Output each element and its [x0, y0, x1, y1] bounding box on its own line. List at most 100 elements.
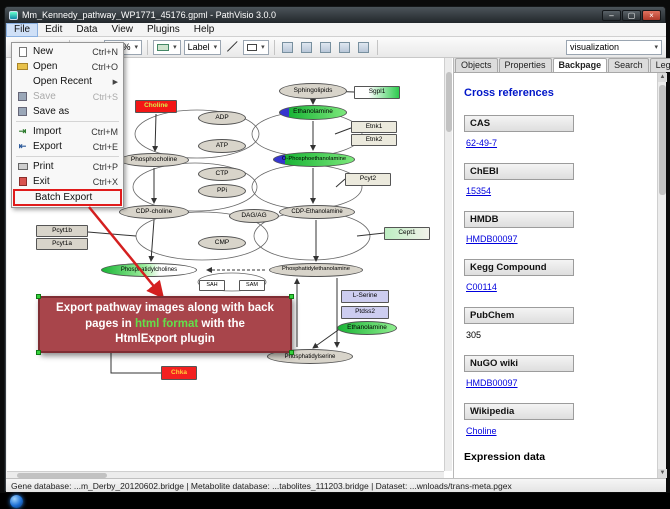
side-panel: Objects Properties Backpage Search Legen… [453, 58, 670, 478]
backpage-scrollbar[interactable]: ▲ ▼ [657, 73, 667, 478]
node-sphingolipids[interactable]: Sphingolipids [279, 83, 347, 99]
menu-item-new[interactable]: New Ctrl+N [13, 44, 122, 59]
node-cept1[interactable]: Cept1 [384, 227, 430, 240]
canvas-vertical-scrollbar[interactable] [444, 58, 452, 471]
xref-link[interactable]: Choline [466, 426, 497, 436]
label-tool-combobox[interactable]: Label ▾ [183, 39, 222, 55]
menu-item-import[interactable]: ⇥ Import Ctrl+M [18, 126, 118, 137]
visualization-combobox[interactable]: visualization ▾ [566, 39, 662, 55]
menu-view[interactable]: View [111, 23, 133, 35]
xref-link[interactable]: HMDB00097 [466, 378, 518, 388]
node-adp[interactable]: ADP [198, 111, 246, 125]
node-phosphocholine[interactable]: Phosphocholine [119, 153, 189, 167]
menu-item-batch-export[interactable]: Batch Export [13, 189, 122, 206]
node-ethanolamine-2[interactable]: Ethanolamine [337, 321, 397, 335]
scroll-down-icon[interactable]: ▼ [658, 469, 667, 478]
xref-link[interactable]: 15354 [466, 186, 492, 196]
menu-edit[interactable]: Edit [45, 23, 63, 35]
start-orb-icon[interactable] [10, 495, 23, 508]
node-ppi[interactable]: PPi [198, 184, 246, 198]
node-choline[interactable]: Choline [135, 100, 177, 113]
minimize-button[interactable]: – [602, 9, 621, 21]
section-header: ChEBI [464, 163, 574, 180]
node-phosphatidylcholines[interactable]: Phosphatidylcholines [101, 263, 197, 277]
menu-plugins[interactable]: Plugins [146, 23, 180, 35]
node-o-phosphoethanolamine[interactable]: O-Phosphoethanolamine [273, 152, 355, 167]
distribute-button[interactable] [337, 40, 353, 55]
file-menu: New Ctrl+N Open Ctrl+O Open Recent ▶ Sav… [11, 42, 124, 208]
node-pcyt2[interactable]: Pcyt2 [345, 173, 391, 186]
align-top-button[interactable] [318, 40, 334, 55]
tab-objects[interactable]: Objects [455, 58, 498, 72]
menu-item-export[interactable]: ⇤ Export Ctrl+E [18, 141, 118, 152]
menu-item-print[interactable]: Print Ctrl+P [13, 159, 122, 174]
distribute-icon [339, 41, 351, 53]
scrollbar-thumb[interactable] [659, 85, 666, 195]
node-ptdss2[interactable]: Ptdss2 [341, 306, 389, 319]
menu-help[interactable]: Help [193, 23, 215, 35]
backpage-panel: Cross references CAS 62-49-7 ChEBI 15354… [454, 73, 657, 478]
node-phosphatidylethanolamine[interactable]: Phosphatidylethanolamine [269, 263, 363, 277]
tab-properties[interactable]: Properties [498, 58, 552, 72]
menu-item-exit[interactable]: Exit Ctrl+X [13, 174, 122, 189]
expression-data-heading: Expression data [464, 451, 546, 463]
node-etnk1[interactable]: Etnk1 [351, 121, 397, 133]
node-pcyt1b[interactable]: Pcyt1b [36, 225, 88, 237]
menu-item-open[interactable]: Open Ctrl+O [13, 59, 122, 74]
align-left-button[interactable] [280, 40, 296, 55]
xref-link[interactable]: HMDB00097 [466, 234, 518, 244]
menu-item-open-recent[interactable]: Open Recent ▶ [33, 76, 118, 87]
statusbar: Gene database: ...m_Derby_20120602.bridg… [6, 478, 666, 492]
align-center-icon [301, 41, 313, 53]
node-l-serine[interactable]: L-Serine [341, 290, 389, 303]
xref-link[interactable]: C00114 [466, 282, 497, 292]
menu-item-save[interactable]: Save Ctrl+S [13, 89, 122, 104]
pathway-canvas[interactable]: Sphingolipids Sgpl1 Choline Ethanolamine… [7, 58, 453, 478]
app-icon [9, 10, 18, 20]
cross-references-title: Cross references [464, 87, 554, 99]
stack-button[interactable] [356, 40, 372, 55]
toolbar-separator [147, 39, 149, 55]
node-dag-ag[interactable]: DAG/AG [229, 209, 279, 223]
scroll-up-icon[interactable]: ▲ [658, 73, 667, 82]
chevron-down-icon: ▾ [261, 44, 265, 51]
backpage-section-nugo: NuGO wiki HMDB00097 [464, 355, 647, 391]
menu-file[interactable]: File [6, 22, 39, 37]
node-etnk2[interactable]: Etnk2 [351, 134, 397, 146]
annotation-line-1: Export pathway images along with back [56, 302, 274, 315]
xref-link[interactable]: 62-49-7 [466, 138, 498, 148]
shape-tool-combobox[interactable]: ▾ [243, 39, 269, 55]
menu-data[interactable]: Data [76, 23, 98, 35]
tab-search[interactable]: Search [608, 58, 649, 72]
tab-backpage[interactable]: Backpage [552, 58, 608, 72]
selection-handle [289, 294, 294, 299]
line-tool-icon [226, 41, 238, 53]
node-atp[interactable]: ATP [198, 139, 246, 153]
toolbar-separator [376, 39, 378, 55]
maximize-button[interactable]: ▢ [622, 9, 641, 21]
node-cmp[interactable]: CMP [198, 236, 246, 250]
node-sgpl1[interactable]: Sgpl1 [354, 86, 400, 99]
node-sam[interactable]: SAM [239, 280, 265, 291]
node-chka[interactable]: Chka [161, 366, 197, 380]
node-ethanolamine[interactable]: Ethanolamine [279, 105, 347, 120]
node-pcyt1a[interactable]: Pcyt1a [36, 238, 88, 250]
canvas-horizontal-scrollbar[interactable] [7, 471, 444, 478]
toolbar: Zoom: 100% ▾ ▾ Label ▾ ▾ [6, 37, 666, 58]
tab-legend[interactable]: Legend [649, 58, 670, 72]
backpage-section-chebi: ChEBI 15354 [464, 163, 647, 199]
line-tool-button[interactable] [224, 40, 240, 55]
node-cdp-ethanolamine[interactable]: CDP-Ethanolamine [279, 205, 355, 219]
node-sah[interactable]: SAH [199, 280, 225, 291]
scrollbar-thumb[interactable] [446, 72, 452, 132]
node-cdp-choline[interactable]: CDP-choline [119, 205, 189, 219]
submenu-arrow-icon: ▶ [112, 78, 118, 86]
menu-item-save-as[interactable]: Save as [13, 104, 122, 119]
align-center-button[interactable] [299, 40, 315, 55]
close-button[interactable]: × [642, 9, 661, 21]
datanode-tool-combobox[interactable]: ▾ [153, 39, 181, 55]
print-icon [17, 163, 28, 170]
chevron-down-icon: ▾ [173, 44, 177, 51]
scrollbar-thumb[interactable] [17, 473, 107, 478]
node-ctp[interactable]: CTP [198, 167, 246, 181]
